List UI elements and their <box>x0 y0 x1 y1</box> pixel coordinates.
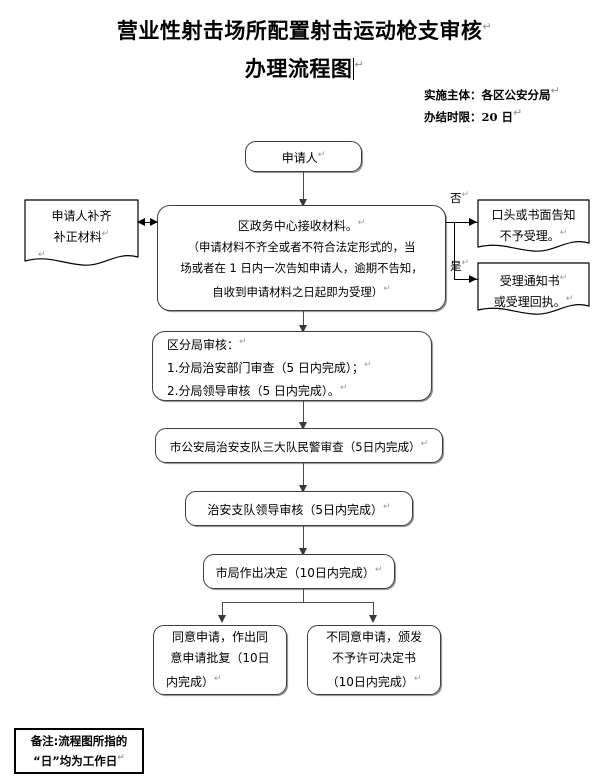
arrowhead-down-icon <box>298 325 307 333</box>
connector-branch-yes <box>454 279 478 281</box>
node-district-review[interactable]: 区分局审核：↵ 1.分局治安部门审查（5 日内完成）；↵ 2.分局领导审核（5 … <box>152 331 432 401</box>
arrowhead-down-icon <box>369 615 377 623</box>
node-reception-line-3: 场或者在 1 日内一次告知申请人，逾期不告知， <box>180 261 423 276</box>
implementing-subject-value: 各区公安分局 <box>481 87 551 102</box>
connector-branch-no <box>446 222 478 224</box>
paragraph-mark-icon: ↵ <box>550 84 560 97</box>
connector-decision-fork-bar <box>222 602 374 604</box>
paragraph-mark-icon: ↵ <box>513 105 523 119</box>
arrowhead-right-icon <box>469 218 477 226</box>
node-supplement-materials[interactable]: 申请人补齐 补正材料↵ ↵ <box>24 199 139 273</box>
document-shape-icon <box>477 262 590 315</box>
connector-reception-to-district <box>303 311 305 331</box>
node-city-decision-line-1: 市局作出决定（10日内完成）↵ <box>215 564 383 580</box>
implementing-subject-label: 实施主体： <box>424 87 482 102</box>
node-reject-line-2: 不予许可决定书 <box>331 651 416 665</box>
node-accept-notice[interactable]: 受理通知书↵ 或受理回执。↵ <box>477 262 590 319</box>
connector-district-to-brigade <box>303 401 305 428</box>
node-reject-notice[interactable]: 口头或书面告知 不予受理。↵ <box>477 199 590 256</box>
node-supplement-line-3: ↵ <box>38 250 46 260</box>
title-text-2: 办理流程图 <box>244 57 353 81</box>
connector-fork-left <box>222 602 224 619</box>
title-text-1: 营业性射击场所配置射击运动枪支审核 <box>116 19 483 43</box>
node-applicant-line-1: 申请人↵ <box>281 149 326 165</box>
node-reject-application[interactable]: 不同意申请，颁发 不予许可决定书 （10日内完成）↵ <box>307 625 441 695</box>
node-supplement-line-2: 补正材料↵ <box>53 229 110 244</box>
connector-applicant-to-reception <box>303 172 305 202</box>
arrowhead-down-icon <box>298 548 307 556</box>
title-line-1: 营业性射击场所配置射击运动枪支审核↵ <box>0 10 609 48</box>
connector-reception-branch-stem <box>454 222 456 280</box>
header-meta: 实施主体：各区公安分局↵ 办结时限：20 日↵ <box>424 82 609 126</box>
node-reject-notice-line-1: 口头或书面告知 <box>491 208 576 222</box>
arrowhead-right-icon <box>150 218 158 226</box>
node-city-brigade-line-1: 市公安局治安支队三大队民警审查（5日内完成）↵ <box>169 438 429 454</box>
footnote-line-2: “日”均为工作日↵ <box>33 752 125 768</box>
connector-leader-to-decision <box>303 526 305 554</box>
node-city-decision[interactable]: 市局作出决定（10日内完成）↵ <box>203 554 395 589</box>
page-title: 营业性射击场所配置射击运动枪支审核↵ 办理流程图↵ <box>0 10 609 86</box>
arrowhead-right-icon <box>469 275 477 283</box>
node-reception-line-2: （申请材料不齐全或者不符合法定形式的，当 <box>187 240 416 255</box>
processing-deadline: 办结时限：20 日↵ <box>424 104 609 126</box>
paragraph-mark-icon: ↵ <box>482 20 493 33</box>
footnote-line-1: 备注:流程图所指的 <box>30 733 128 748</box>
node-reject-line-1: 不同意申请，颁发 <box>325 630 422 644</box>
connector-fork-right <box>373 602 375 619</box>
branch-label-no: 否↵ <box>450 190 470 205</box>
node-accept-notice-line-2: 或受理回执。↵ <box>493 294 574 309</box>
branch-label-yes: 是↵ <box>450 258 470 273</box>
node-brigade-leader-line-1: 治安支队领导审核（5日内完成）↵ <box>207 501 391 517</box>
node-reception[interactable]: 区政务中心接收材料。↵ （申请材料不齐全或者不符合法定形式的，当 场或者在 1 … <box>157 205 446 311</box>
node-reject-line-3: （10日内完成）↵ <box>326 674 422 689</box>
node-approve-line-1: 同意申请，作出同 <box>171 630 268 644</box>
processing-deadline-label: 办结时限： <box>424 109 482 124</box>
node-district-line-1: 区分局审核：↵ <box>167 336 247 352</box>
connector-decision-fork-stem <box>303 589 305 603</box>
node-applicant[interactable]: 申请人↵ <box>245 141 362 172</box>
node-approve-line-2: 意申请批复（10日 <box>170 651 270 665</box>
node-reception-line-4: 自收到申请材料之日起即为受理）↵ <box>212 284 391 299</box>
node-supplement-line-1: 申请人补齐 <box>51 209 112 223</box>
processing-deadline-value: 20 日 <box>481 109 514 124</box>
node-reject-notice-line-2: 不予受理。↵ <box>499 228 568 243</box>
node-district-line-2: 1.分局治安部门审查（5 日内完成）；↵ <box>167 359 372 375</box>
arrowhead-down-icon <box>298 422 307 430</box>
text-cursor <box>353 58 355 80</box>
footnote-box: 备注:流程图所指的 “日”均为工作日↵ <box>14 728 144 774</box>
connector-brigade-to-leader <box>303 463 305 491</box>
paragraph-mark-icon: ↵ <box>354 58 365 71</box>
implementing-subject: 实施主体：各区公安分局↵ <box>424 82 609 104</box>
node-approve-application[interactable]: 同意申请，作出同 意申请批复（10日 内完成）↵ <box>153 625 287 695</box>
document-shape-icon <box>24 199 139 266</box>
arrowhead-down-icon <box>218 615 226 623</box>
arrowhead-left-icon <box>137 218 145 226</box>
node-accept-notice-line-1: 受理通知书↵ <box>499 273 568 288</box>
arrowhead-down-icon <box>298 485 307 493</box>
node-city-brigade-review[interactable]: 市公安局治安支队三大队民警审查（5日内完成）↵ <box>155 428 443 463</box>
document-shape-icon <box>477 199 590 252</box>
node-district-line-3: 2.分局领导审核（5 日内完成）。↵ <box>167 382 348 398</box>
title-line-2: 办理流程图↵ <box>0 48 609 86</box>
node-brigade-leader-review[interactable]: 治安支队领导审核（5日内完成）↵ <box>185 491 413 526</box>
node-reception-line-1: 区政务中心接收材料。↵ <box>237 218 366 234</box>
arrowhead-down-icon <box>298 199 307 207</box>
node-approve-line-3: 内完成）↵ <box>166 674 222 689</box>
